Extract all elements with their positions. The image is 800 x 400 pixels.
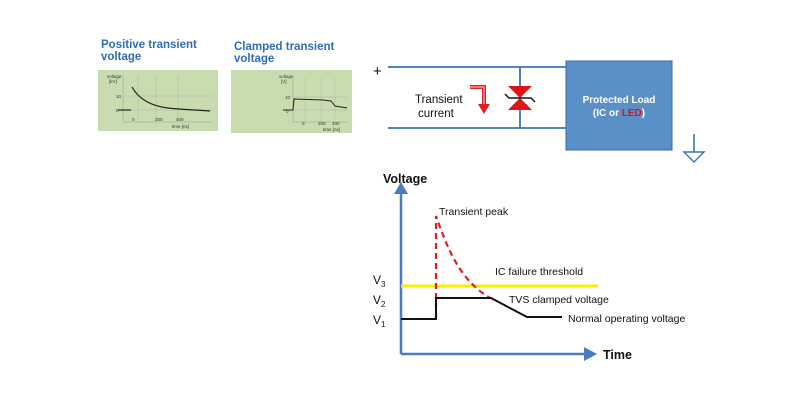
thumb-right-yunit: [V] (281, 79, 287, 84)
clamped-transient-caption: Clamped transient voltage (234, 41, 335, 65)
thumb-left-xtick-200: 200 (155, 117, 163, 122)
thumb-left-ylabel: voltage (107, 74, 122, 79)
thumb-right-xlabel: time [ns] (323, 127, 340, 132)
tvs-clamped-label: TVS clamped voltage (509, 294, 609, 306)
thumb-left-xtick-400: 400 (176, 117, 184, 122)
voltage-time-graph: Voltage Time IC failure threshold Transi… (373, 172, 685, 362)
protected-load-title: Protected Load (583, 95, 656, 106)
tvs-circuit: + Transient current Protected Load (IC o… (373, 60, 706, 163)
led-highlight: LED (622, 108, 642, 119)
thumb-right-ytick-0: 0 (286, 109, 289, 114)
thumb-right-xtick-400: 400 (332, 121, 340, 126)
positive-transient-caption: Positive transient voltage (101, 39, 197, 63)
thumb-right-ylabel: voltage (279, 74, 294, 79)
transient-current-arrow (470, 85, 490, 114)
protected-load-box (565, 60, 673, 151)
tvs-clamped-trace (401, 297, 562, 320)
plus-sign: + (373, 63, 382, 80)
tvs-diode (504, 86, 536, 110)
transient-current-label-1: Transient (415, 94, 463, 106)
transient-peak-label: Transient peak (439, 206, 509, 218)
normal-voltage-label: Normal operating voltage (568, 313, 685, 325)
v3-label: V3 (373, 273, 386, 289)
clamped-transient-thumbnail: voltage [V] 10 0 0 200 400 time [ns] (231, 70, 352, 133)
thumb-left-yunit: [kV] (109, 79, 117, 84)
transient-peak-curve (434, 215, 491, 319)
positive-transient-plot: voltage [kV] 10 0 0 200 400 time [ns] (107, 74, 213, 129)
clamped-transient-plot: voltage [V] 10 0 0 200 400 time [ns] (279, 74, 348, 132)
y-axis-arrowhead (394, 182, 408, 194)
thumb-right-xtick-200: 200 (318, 121, 326, 126)
transient-current-label-2: current (418, 108, 455, 120)
y-axis-label: Voltage (383, 172, 427, 186)
protected-load-subtitle: (IC or LED) (593, 108, 645, 119)
thumb-left-ytick-0: 0 (116, 108, 119, 113)
thumb-right-ytick-10: 10 (285, 95, 291, 100)
x-axis-arrowhead (584, 347, 597, 361)
v2-label: V2 (373, 293, 386, 309)
x-axis-label: Time (603, 348, 632, 362)
positive-transient-thumbnail: voltage [kV] 10 0 0 200 400 time [ns] (98, 70, 218, 131)
thumb-left-xlabel: time [ns] (172, 124, 189, 129)
ground-symbol (682, 134, 706, 163)
thumb-left-xtick-0: 0 (132, 117, 135, 122)
v1-label: V1 (373, 313, 386, 329)
thumb-right-xtick-0: 0 (302, 121, 305, 126)
ic-failure-threshold-label: IC failure threshold (495, 266, 583, 278)
thumb-left-ytick-10: 10 (116, 94, 122, 99)
